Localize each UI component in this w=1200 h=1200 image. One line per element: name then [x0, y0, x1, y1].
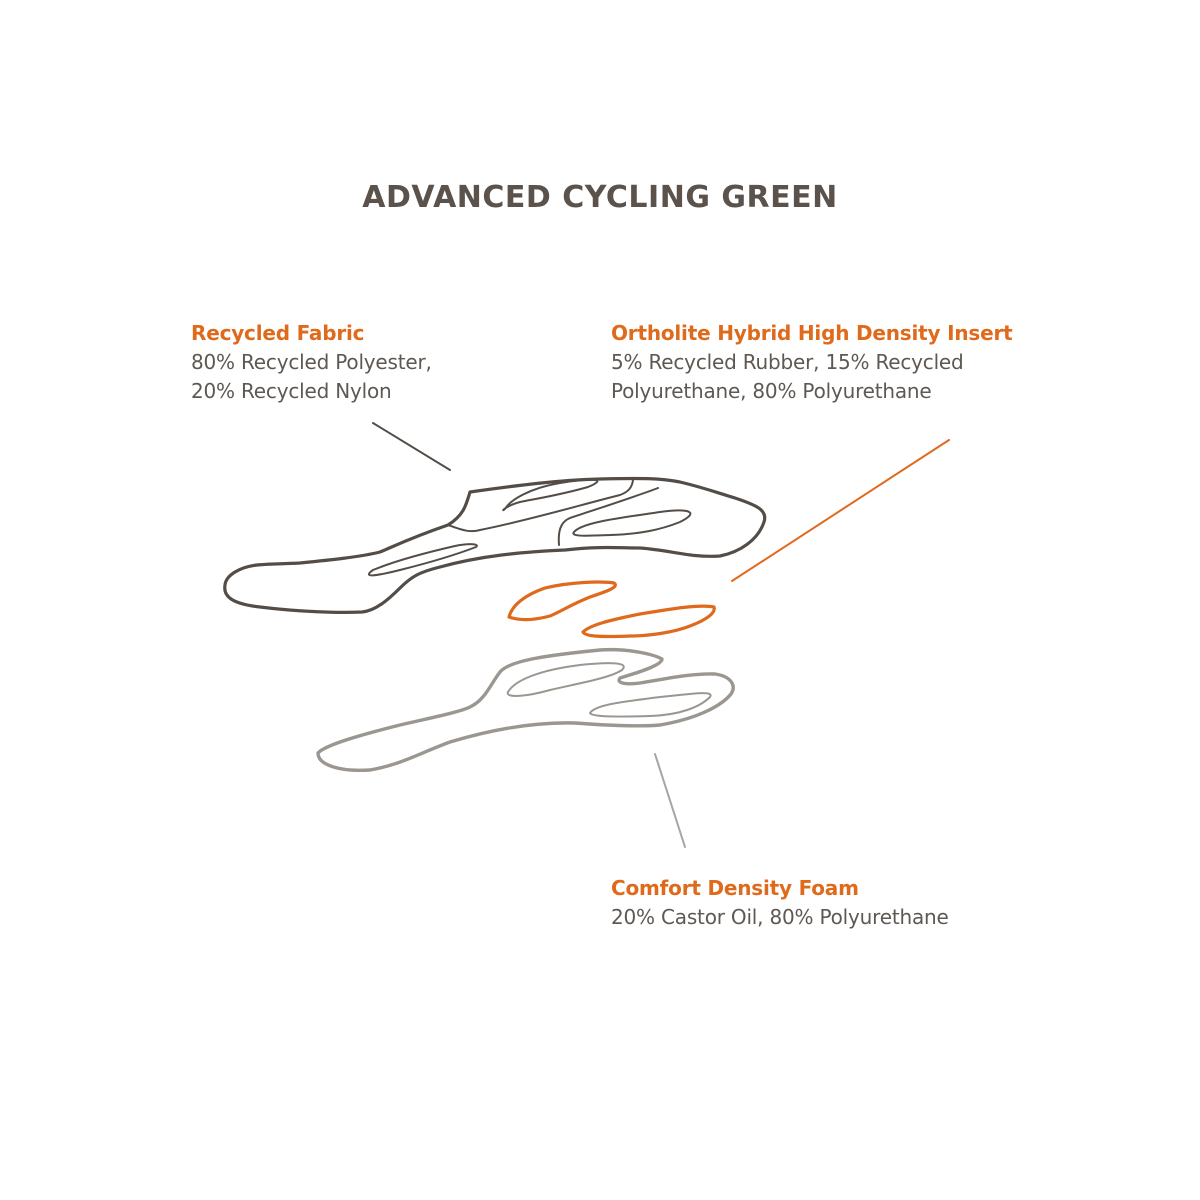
- callout-line: 80% Recycled Polyester,: [191, 350, 432, 374]
- callout-line: 20% Castor Oil, 80% Polyurethane: [611, 905, 949, 929]
- insert-pads-outline: [507, 580, 716, 639]
- callout-line: 5% Recycled Rubber, 15% Recycled: [611, 350, 964, 374]
- foam-layer-outline: [316, 647, 735, 773]
- callout-line: Polyurethane, 80% Polyurethane: [611, 379, 932, 403]
- callout-comfort-foam: Comfort Density Foam 20% Castor Oil, 80%…: [611, 873, 949, 932]
- leader-line-foam: [654, 753, 686, 848]
- callout-heading: Recycled Fabric: [191, 321, 365, 345]
- callout-ortholite-insert: Ortholite Hybrid High Density Insert 5% …: [611, 318, 1013, 406]
- callout-heading: Comfort Density Foam: [611, 876, 859, 900]
- leader-line-fabric: [372, 422, 451, 471]
- leader-line-insert: [731, 439, 950, 582]
- callout-line: 20% Recycled Nylon: [191, 379, 392, 403]
- callout-heading: Ortholite Hybrid High Density Insert: [611, 321, 1013, 345]
- page-title: ADVANCED CYCLING GREEN: [362, 180, 838, 215]
- fabric-layer-outline: [223, 476, 767, 614]
- callout-recycled-fabric: Recycled Fabric 80% Recycled Polyester, …: [191, 318, 432, 406]
